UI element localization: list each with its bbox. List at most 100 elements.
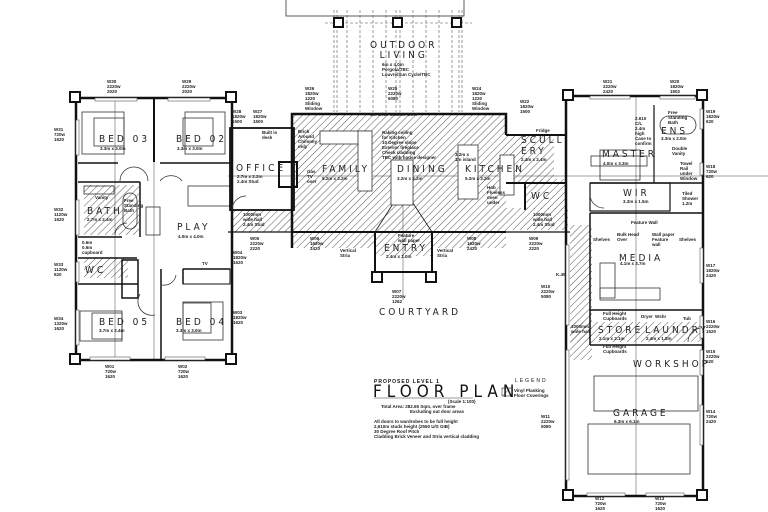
note-hall-right: 1000mm wide hall 2.4m Stud — [533, 212, 555, 227]
room-outdoor-living-size: 6m x 4.0m — [382, 62, 404, 67]
window-w34: W34 1320w 1620 — [54, 316, 68, 331]
room-play: PLAY — [177, 222, 211, 233]
drawing-note-4: Cladding Brick Veneer and Stria vertical… — [374, 434, 480, 439]
left-wing-walls — [74, 96, 234, 362]
outdoor-living-note: Pergola/TBC Louvre/Sun Cycle/TBC — [382, 67, 431, 77]
pergola-outline — [285, 0, 465, 17]
room-wc-right: WC — [531, 191, 553, 202]
room-bed02: BED 02 — [176, 134, 228, 145]
window-w24: W24 1820w 1220 Sliding Window — [472, 86, 490, 111]
legend-swatch — [501, 387, 513, 397]
room-entry: ENTRY — [384, 243, 429, 254]
window-w10: W10 2220w 5080 — [541, 284, 555, 299]
room-family: FAMILY — [322, 164, 370, 175]
beds-furniture — [79, 111, 231, 342]
note-gas-tv: Gas TV over — [307, 169, 317, 184]
window-w19: W19 1820w 620 — [706, 109, 720, 124]
window-w17: W17 1820w 2420 — [706, 263, 720, 278]
note-hall-left: 1000mm wide hall 2.4m Stud — [243, 212, 265, 227]
note-tub: Tub — [683, 316, 691, 321]
drawing-subtitle: PROPOSED LEVEL 1 — [374, 379, 440, 385]
note-feature-wall-entry: Feature wall paper — [398, 233, 421, 243]
note-dryer: Dryer — [641, 314, 653, 319]
note-ens-bath: Free Standing Bath — [668, 110, 688, 125]
room-garage-size: 6.3m x 6.1m — [614, 419, 640, 424]
note-full-height-1: Full Height Cupboards — [603, 311, 627, 321]
note-chimney: Brick Around Chimney only — [298, 129, 318, 149]
note-stacker-door: 6m Wide Stacker Door — [370, 112, 418, 117]
window-w28: W28 1820w 1500 — [232, 109, 246, 124]
legend-heading: LEGEND — [515, 378, 548, 384]
window-w06: W06 1620w 2420 — [310, 236, 324, 251]
window-w14: W14 720w 2420 — [706, 409, 718, 424]
window-w22: W22 1820w 1500 — [520, 99, 534, 114]
room-ens-size: 3.3m x 2.0m — [661, 136, 687, 141]
room-media: MEDIA — [619, 253, 664, 264]
note-washer: Wshr — [655, 314, 667, 319]
drawing-note-1: All doors to wardrobes to be full height — [374, 419, 458, 424]
note-ks: K.45 — [556, 272, 566, 277]
note-linen: 0.6m 0.6m cupboard — [82, 240, 103, 255]
room-wc-left: WC — [85, 265, 107, 276]
room-office: OFFICE — [236, 163, 287, 174]
note-master-stud: 2.610 C/L 2.4m high Case to confirm — [635, 116, 652, 146]
room-bed05: BED 05 — [99, 317, 151, 328]
room-garage: GARAGE — [613, 408, 669, 419]
note-shelves-right: Shelves — [679, 237, 697, 242]
living-furniture — [319, 130, 515, 283]
note-shelves-left: Shelves — [593, 237, 611, 242]
note-free-bath: Free Standing Bath — [124, 198, 144, 213]
room-store: STORE — [598, 325, 644, 336]
room-courtyard: COURTYARD — [379, 307, 462, 318]
window-w16: W16 2220w 1520 — [706, 319, 720, 334]
note-fridge: Fridge — [536, 128, 550, 133]
drawing-title: FLOOR PLAN — [373, 382, 520, 402]
note-bulk-head: Bulk Head Over — [617, 232, 640, 242]
room-family-size: 5.2m x 3.2m — [322, 176, 348, 181]
room-laundry: LAUNDRY — [645, 325, 709, 336]
room-wir: WIR — [623, 188, 650, 199]
note-vanity: Vanity — [95, 195, 109, 200]
window-w20: W20 1820w 1502 — [670, 79, 684, 94]
room-master-size: 4.0m x 3.3m — [603, 161, 629, 166]
window-w11: W11 2220w 5080 — [541, 414, 555, 429]
window-w01: W01 720w 1620 — [105, 364, 117, 379]
room-media-size: 4.1m x 3.7m — [620, 261, 646, 266]
window-w15: W15 2220w 620 — [706, 349, 720, 364]
note-ceiling: Raking ceiling for Kitchen 10 Degree slo… — [382, 130, 437, 160]
window-w32: W32 1120w 1620 — [54, 207, 68, 222]
note-wall-paper: Wall paper Feature wall — [652, 232, 675, 247]
room-office-size: 2.7m x 2.2m — [237, 174, 263, 179]
room-bed04: BED 04 — [176, 317, 228, 328]
pergola-beams — [325, 10, 472, 112]
window-w03: W03 1820w 1620 — [233, 310, 247, 325]
note-full-height-2: Full Height Cupboards — [603, 344, 627, 354]
room-ens: ENS — [661, 126, 689, 137]
room-store-size: 2.1m x 2.1m — [599, 336, 625, 341]
drawing-area: Total Area: 282.65 Sqm, over frame — [381, 404, 456, 409]
window-w29: W29 2220w 2020 — [182, 79, 196, 94]
window-w21: W21 2220w 2420 — [603, 79, 617, 94]
window-w30: W30 2220w 2020 — [107, 79, 121, 94]
window-w09: W09 2220w 2220 — [529, 236, 543, 251]
room-outdoor-living: OUTDOOR LIVING — [370, 40, 438, 61]
room-bed05-size: 3.7m x 2.4m — [99, 328, 125, 333]
room-workshop: WORKSHOP — [633, 359, 711, 370]
window-w08: W08 1620w 2420 — [467, 236, 481, 251]
note-tv: TV — [202, 261, 208, 266]
room-wir-size: 3.3m x 1.5m — [623, 199, 649, 204]
window-w27: W27 1820w 1500 — [253, 109, 267, 124]
room-entry-size: 2.4m x 2.0m — [386, 254, 412, 259]
window-w31: W31 720w 1620 — [54, 127, 66, 142]
note-vertical-left: Vertical Stria — [340, 248, 357, 258]
drawing-note-2: 2,610m studs height (2550 U/S GIB) — [374, 424, 450, 429]
drawing-scale: (Scale 1:100) — [448, 399, 476, 404]
room-play-size: 4.0m x 4.0m — [178, 234, 204, 239]
room-bath: BATH — [87, 206, 123, 217]
note-double-vanity: Double Vanity — [672, 146, 688, 156]
room-laundry-size: 2.4m x 1.8m — [646, 336, 672, 341]
note-vertical-right: Vertical Stria — [437, 248, 454, 258]
office-walls — [229, 127, 298, 211]
window-w02: W02 720w 1620 — [178, 364, 190, 379]
note-tiled-shower: Tiled Shower 1.2m — [682, 191, 699, 206]
